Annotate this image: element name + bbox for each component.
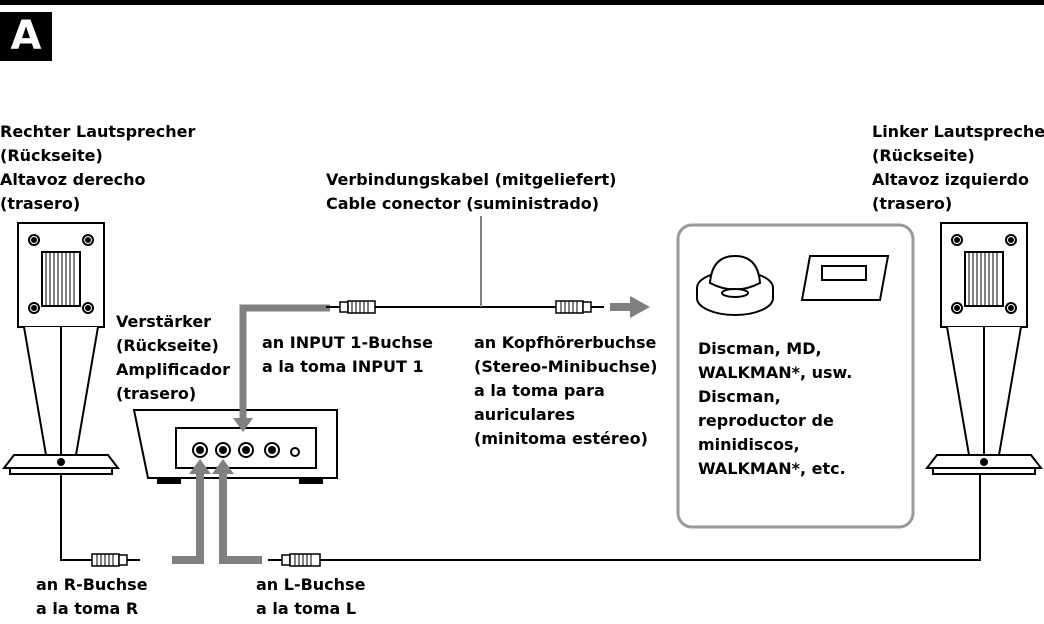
discman-icon xyxy=(696,254,774,316)
left-speaker xyxy=(924,222,1044,475)
r-jack-label: an R-Buchse a la toma R xyxy=(36,575,148,618)
left-speaker-label: Linker Lautsprecher (Rückseite) Altavoz … xyxy=(872,122,1044,213)
input1-jack-label: an INPUT 1-Buchse a la toma INPUT 1 xyxy=(262,333,433,376)
cables xyxy=(60,216,981,561)
connection-arrows xyxy=(172,296,650,564)
amplifier xyxy=(132,409,338,484)
plug-input1 xyxy=(326,300,376,314)
cable-label: Verbindungskabel (mitgeliefert) Cable co… xyxy=(326,170,617,213)
amplifier-label: Verstärker (Rückseite) Amplificador (tra… xyxy=(116,312,230,403)
devices-label: Discman, MD, WALKMAN*, usw. Discman, rep… xyxy=(698,339,853,478)
plug-l xyxy=(268,553,321,567)
plug-r xyxy=(91,553,140,567)
minidisc-player-icon xyxy=(800,255,890,301)
l-jack-label: an L-Buchse a la toma L xyxy=(256,575,366,618)
device-frame xyxy=(676,223,915,529)
headphone-jack-label: an Kopfhörerbuchse (Stereo-Minibuchse) a… xyxy=(474,333,658,448)
top-rule xyxy=(0,0,1044,5)
plug-headphone xyxy=(555,300,604,314)
right-speaker xyxy=(1,222,121,475)
figure-letter-badge: A xyxy=(0,12,52,61)
right-speaker-label: Rechter Lautsprecher (Rückseite) Altavoz… xyxy=(0,122,196,213)
